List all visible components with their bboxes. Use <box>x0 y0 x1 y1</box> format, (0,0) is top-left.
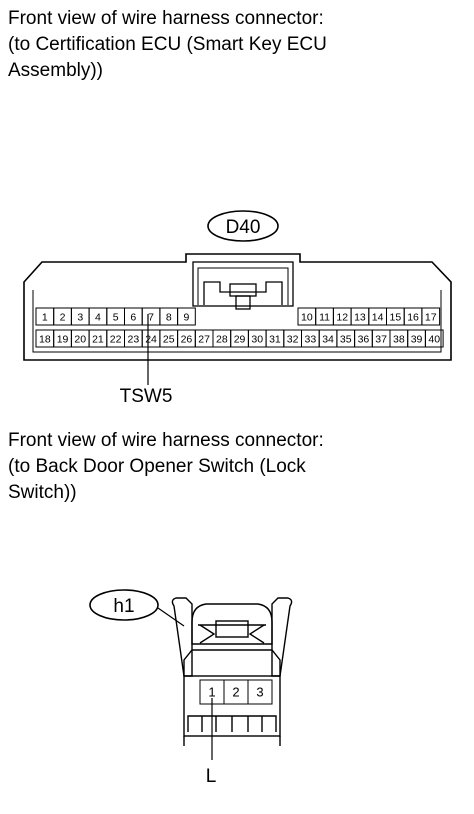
pin-number: 2 <box>60 311 66 323</box>
pin-number: 21 <box>92 333 104 345</box>
terminal-label-tsw5: TSW5 <box>120 386 173 407</box>
pin-cell <box>247 679 273 705</box>
pin-number: 4 <box>95 311 101 323</box>
pin-cell <box>421 307 441 326</box>
pin-number: 9 <box>184 311 190 323</box>
connector-code-badge <box>89 589 159 621</box>
pin-number: 13 <box>354 311 366 323</box>
connector-h1-caption: Front view of wire harness connector: (t… <box>8 428 324 506</box>
pin-number: 39 <box>411 333 423 345</box>
pin-cell <box>424 329 444 348</box>
pin-number: 12 <box>336 311 348 323</box>
locking-tab <box>192 261 294 310</box>
caption-line: Front view of wire harness connector: <box>8 430 324 451</box>
connector-code-h1: h1 <box>113 596 134 617</box>
caption-line: Front view of wire harness connector: <box>8 8 324 29</box>
connector-code-d40: D40 <box>226 217 261 238</box>
pin-number: 25 <box>163 333 175 345</box>
connector-d40-caption: Front view of wire harness connector: (t… <box>8 6 327 84</box>
pin-number: 34 <box>322 333 334 345</box>
pin-number: 18 <box>39 333 51 345</box>
pin-number: 40 <box>428 333 440 345</box>
pin-number: 29 <box>234 333 246 345</box>
pin-number: 7 <box>148 311 154 323</box>
pin-number: 6 <box>130 311 136 323</box>
pin-number: 31 <box>269 333 281 345</box>
terminal-label-l: L <box>206 766 217 787</box>
pin-number: 35 <box>340 333 352 345</box>
pin-number: 37 <box>375 333 387 345</box>
connector-h1: h1 1 2 3 L <box>89 589 293 787</box>
housing-inner-frame <box>32 290 442 353</box>
pin-number: 27 <box>198 333 210 345</box>
pin-number: 15 <box>390 311 402 323</box>
caption-line: (to Back Door Opener Switch (Lock <box>8 456 306 477</box>
pin-number: 23 <box>128 333 140 345</box>
pin-cell <box>177 307 196 326</box>
pin-number: 11 <box>319 311 330 323</box>
pin-number: 1 <box>42 311 48 323</box>
pin-number: 30 <box>251 333 263 345</box>
pin-number: 3 <box>256 685 263 700</box>
pin-number: 17 <box>425 311 437 323</box>
pin-number: 36 <box>358 333 370 345</box>
badge-pointer <box>157 607 185 627</box>
pin-number: 24 <box>145 333 157 345</box>
pin-number: 8 <box>166 311 172 323</box>
pin-number: 33 <box>305 333 317 345</box>
pin-number: 1 <box>208 685 215 700</box>
pin-number: 3 <box>77 311 83 323</box>
pin-number: 14 <box>372 311 384 323</box>
connector-housing <box>171 597 293 746</box>
pin-number: 16 <box>407 311 419 323</box>
pin-number: 20 <box>74 333 86 345</box>
connector-code-badge <box>207 210 279 242</box>
caption-line: (to Certification ECU (Smart Key ECU <box>8 34 327 55</box>
pin-number: 2 <box>232 685 239 700</box>
pin-number: 5 <box>113 311 119 323</box>
pin-number: 19 <box>57 333 69 345</box>
caption-line: Switch)) <box>8 482 77 503</box>
pin-number: 32 <box>287 333 299 345</box>
pin-number: 22 <box>110 333 122 345</box>
pin-number: 26 <box>181 333 193 345</box>
pin-row: 1 2 3 <box>199 679 273 705</box>
pin-number: 28 <box>216 333 228 345</box>
pin-number: 10 <box>301 311 313 323</box>
caption-line: Assembly)) <box>8 60 104 81</box>
connector-housing <box>23 253 452 361</box>
pin-number: 38 <box>393 333 405 345</box>
